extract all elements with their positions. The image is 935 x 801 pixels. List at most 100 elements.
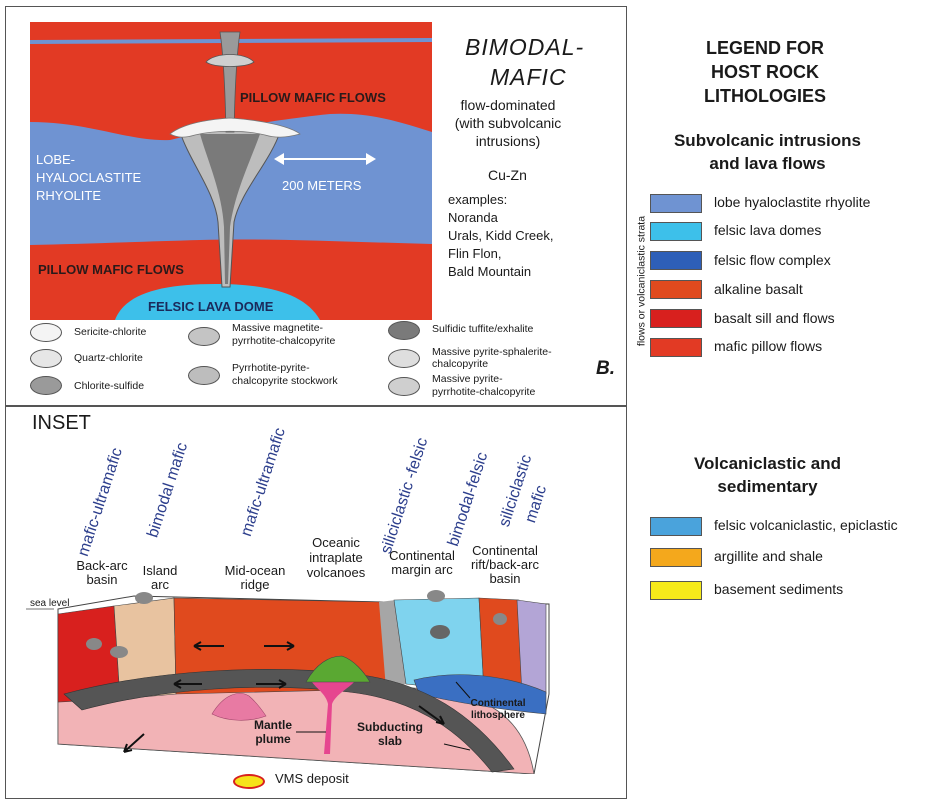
subducting-slab-line: slab (356, 734, 424, 748)
smoke-plume (110, 646, 128, 658)
legend-item-label: mafic pillow flows (714, 338, 822, 354)
chlorite-sulfide-swatch (30, 376, 62, 395)
commodity-label: Cu-Zn (488, 167, 527, 183)
label-lobe-3: RHYOLITE (36, 188, 101, 203)
argillite-shale-swatch (650, 548, 702, 567)
mafic-pillow-swatch (650, 338, 702, 357)
setting-label: Continental margin arc (380, 549, 464, 577)
label-pillow-mafic-bottom: PILLOW MAFIC FLOWS (38, 262, 184, 277)
examples-line: Flin Flon, (448, 245, 553, 263)
legend-title-line: LEGEND FOR (680, 36, 850, 60)
desc-line: (with subvolcanic (438, 114, 578, 132)
setting-line: intraplate (296, 550, 376, 565)
legend-title-line: HOST ROCK (680, 60, 850, 84)
stockwork-swatch (188, 366, 220, 385)
felsic-volcaniclastic-swatch (650, 517, 702, 536)
ore-label: Massive pyrite-sphalerite- (432, 346, 552, 358)
setting-line: rift/back-arc (462, 558, 548, 572)
label-lobe-1: LOBE- (36, 152, 75, 167)
panel-b-description: flow-dominated (with subvolcanic intrusi… (438, 96, 578, 150)
panel-b-label: B. (596, 358, 615, 380)
panel-b-title-2: MAFIC (490, 64, 567, 91)
examples-line: Bald Mountain (448, 263, 553, 281)
subvolcanic-title-line: and lava flows (650, 152, 885, 175)
label-pillow-mafic-top: PILLOW MAFIC FLOWS (240, 90, 386, 105)
legend-title: LEGEND FOR HOST ROCK LITHOLOGIES (680, 36, 850, 108)
subducting-slab-line: Subducting (356, 720, 424, 734)
felsic-lava-domes-swatch (650, 222, 702, 241)
vertical-strata-label: flows or volcaniclastic strata (636, 199, 648, 364)
subducting-slab-label: Subducting slab (356, 720, 424, 748)
bimodal-mafic-cross-section: PILLOW MAFIC FLOWS LOBE- HYALOCLASTITE R… (30, 22, 432, 320)
vms-deposit-symbol (233, 774, 265, 789)
continental-lithosphere-line: lithosphere (458, 710, 538, 722)
smoke-plume (427, 590, 445, 602)
volcaniclastic-title-line: Volcaniclastic and (650, 452, 885, 475)
ore-label: chalcopyrite stockwork (232, 375, 338, 387)
sea-level-label: sea level (30, 598, 69, 609)
vms-deposit-label: VMS deposit (275, 771, 349, 786)
inset-title: INSET (32, 412, 91, 435)
volcaniclastic-title: Volcaniclastic and sedimentary (650, 452, 885, 498)
pyrite-sphalerite-swatch (388, 349, 420, 368)
continental-lithosphere-label: Continental lithosphere (458, 698, 538, 722)
ore-label: Sulfidic tuffite/exhalite (432, 323, 533, 335)
examples-line: examples: (448, 191, 553, 209)
label-scale: 200 METERS (282, 178, 362, 193)
examples-line: Noranda (448, 209, 553, 227)
mantle-plume-label: Mantle plume (246, 718, 300, 746)
legend-item-label: basalt sill and flows (714, 310, 835, 326)
legend-item-label: basement sediments (714, 581, 843, 597)
ore-label: Quartz-chlorite (74, 352, 143, 364)
basement-sediments-swatch (650, 581, 702, 600)
legend-item-label: felsic lava domes (714, 222, 821, 238)
setting-line: Mid-ocean (212, 564, 298, 578)
panel-b-title-1: BIMODAL- (465, 34, 584, 61)
massive-magnetite-swatch (188, 327, 220, 346)
sericite-chlorite-swatch (30, 323, 62, 342)
ore-label: Pyrrhotite-pyrite- (232, 362, 310, 374)
alkaline-basalt-swatch (650, 280, 702, 299)
sulfidic-tuffite-swatch (388, 321, 420, 340)
setting-line: Continental (380, 549, 464, 563)
legend-item-label: lobe hyaloclastite rhyolite (714, 194, 870, 210)
ore-label: Massive pyrite- (432, 373, 503, 385)
legend-item-label: felsic volcaniclastic, epiclastic (714, 517, 898, 533)
smoke-plume (430, 625, 450, 639)
setting-line: Oceanic (296, 535, 376, 550)
setting-label: Continental rift/back-arc basin (462, 544, 548, 586)
setting-line: margin arc (380, 563, 464, 577)
ore-label: Massive magnetite- (232, 322, 323, 334)
rift-margin (517, 600, 546, 694)
ore-label: Sericite-chlorite (74, 326, 146, 338)
pyrite-pyrrhotite-swatch (388, 377, 420, 396)
legend-item-label: alkaline basalt (714, 281, 803, 297)
mantle-plume-line: plume (246, 732, 300, 746)
lobe-rhyolite-swatch (650, 194, 702, 213)
ore-label: Chlorite-sulfide (74, 380, 144, 392)
mantle-plume-line: Mantle (246, 718, 300, 732)
desc-line: flow-dominated (438, 96, 578, 114)
examples-line: Urals, Kidd Creek, (448, 227, 553, 245)
label-lobe-2: HYALOCLASTITE (36, 170, 142, 185)
legend-item-label: felsic flow complex (714, 252, 831, 268)
quartz-chlorite-swatch (30, 349, 62, 368)
basalt-sill-swatch (650, 309, 702, 328)
desc-line: intrusions) (438, 132, 578, 150)
legend-title-line: LITHOLOGIES (680, 84, 850, 108)
smoke-plume (135, 592, 153, 604)
subvolcanic-title-line: Subvolcanic intrusions (650, 129, 885, 152)
subvolcanic-title: Subvolcanic intrusions and lava flows (650, 129, 885, 175)
legend-item-label: argillite and shale (714, 548, 823, 564)
smoke-plume (493, 613, 507, 625)
smoke-plume (86, 638, 102, 650)
felsic-flow-complex-swatch (650, 251, 702, 270)
setting-label: Oceanic intraplate volcanoes (296, 535, 376, 580)
ore-label: pyrrhotite-chalcopyrite (232, 335, 335, 347)
examples-list: examples: Noranda Urals, Kidd Creek, Fli… (448, 191, 553, 281)
volcaniclastic-title-line: sedimentary (650, 475, 885, 498)
ore-label: chalcopyrite (432, 358, 488, 370)
continental-lithosphere-line: Continental (458, 698, 538, 710)
setting-line: Island (130, 564, 190, 578)
ore-label: pyrrhotite-chalcopyrite (432, 386, 535, 398)
